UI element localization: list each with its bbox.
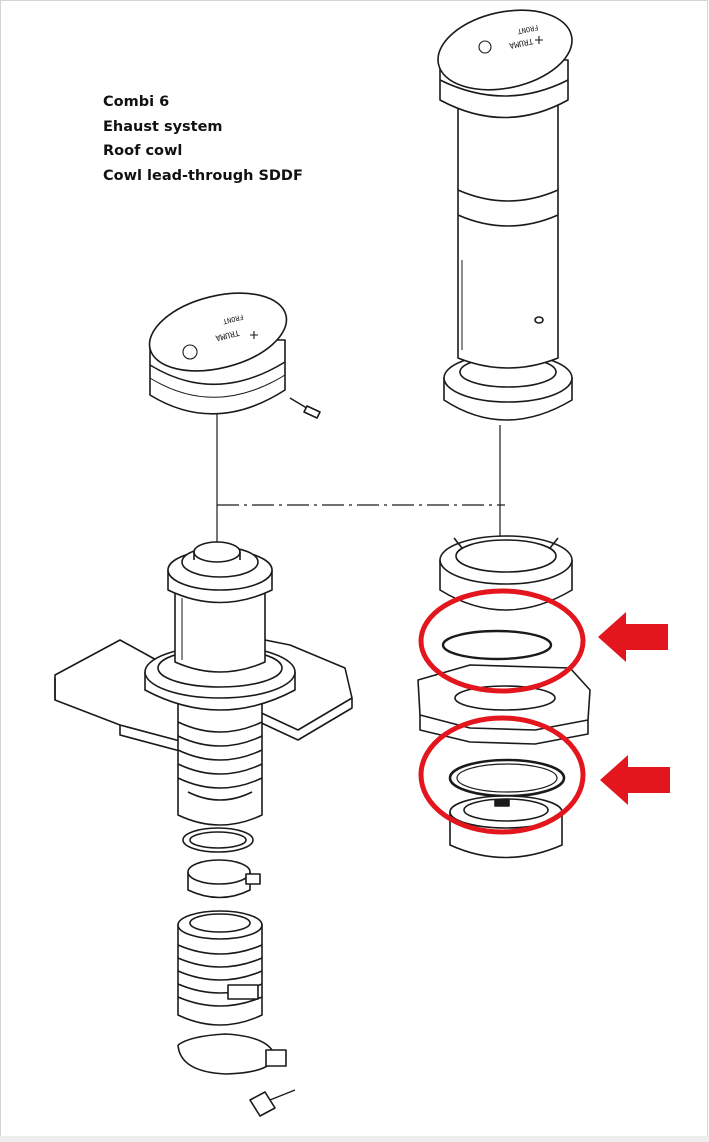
hose-clamp: [187, 859, 261, 899]
threaded-connector: [177, 910, 263, 1026]
chimney-extension: [437, 9, 573, 421]
o-ring-lower: [182, 827, 254, 853]
cowl-lead-through: [144, 541, 296, 826]
lower-seal-ring: [448, 758, 566, 798]
assembly-center-lines: [216, 410, 505, 548]
caption-line-component: Cowl lead-through SDDF: [103, 167, 303, 184]
highlight-ellipse-upper: [418, 588, 586, 694]
mounting-strap: [177, 1033, 287, 1075]
caption-line-part: Roof cowl: [103, 143, 183, 159]
roof-cowl-cap: [148, 292, 288, 415]
upper-seal-ring: [441, 629, 553, 661]
arrow-left-icon: [598, 612, 668, 662]
highlight-ellipse-lower: [418, 715, 586, 835]
caption-line-product: Combi 6: [103, 94, 170, 110]
cap-screw: [289, 397, 321, 419]
caption-line-system: Ehaust system: [103, 118, 223, 135]
bottom-strip: [0, 1136, 709, 1142]
bottom-screw: [249, 1089, 296, 1117]
arrow-left-icon: [600, 755, 670, 805]
diagram-caption: Combi 6 Ehaust system Roof cowl Cowl lea…: [103, 90, 303, 188]
